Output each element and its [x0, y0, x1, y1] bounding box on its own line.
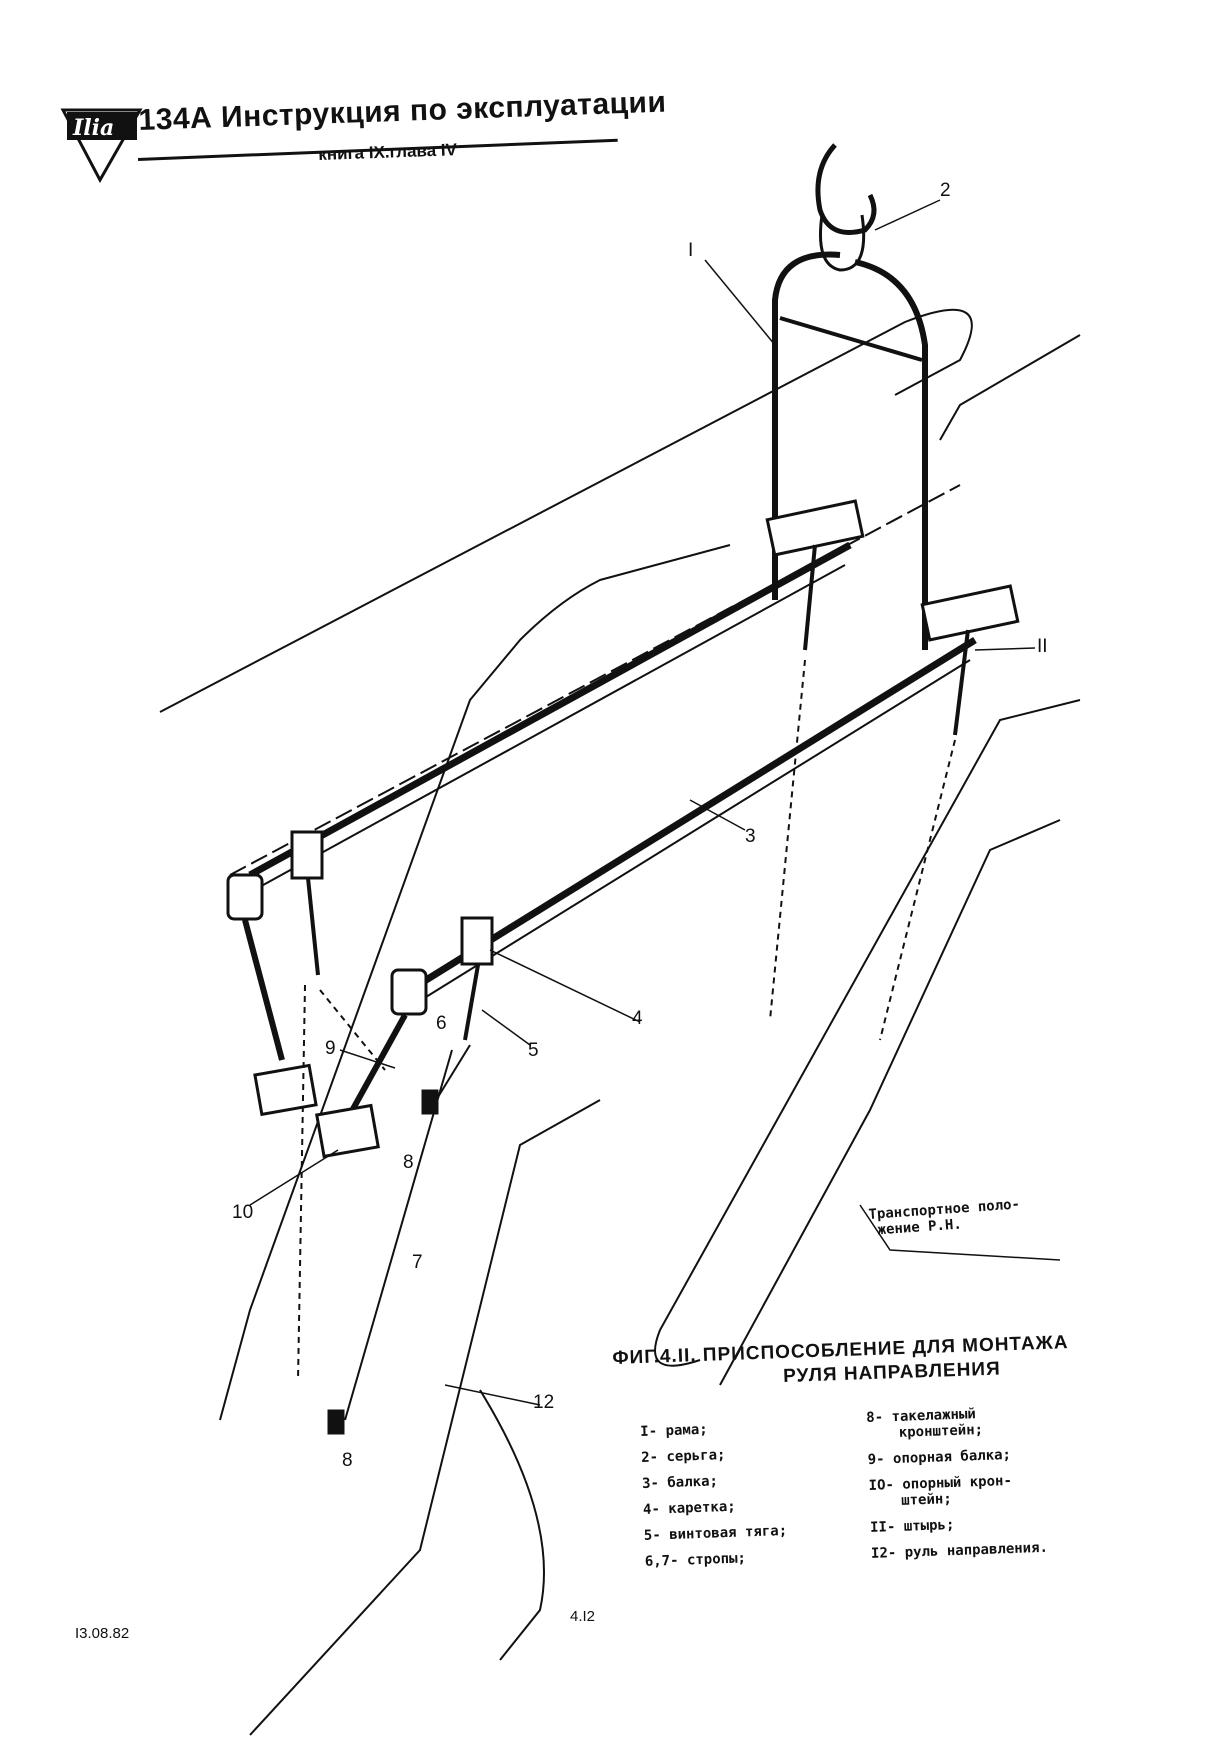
frame-left-upright [772, 251, 841, 600]
manufacturer-logo: Ilia [60, 108, 143, 184]
fin-outline [939, 334, 1081, 441]
lower-sling [953, 629, 970, 736]
leader-note [859, 1204, 1061, 1261]
rear-beam-carriage [290, 830, 324, 880]
callout-1: I [688, 240, 694, 261]
callout-5: 5 [528, 1040, 539, 1061]
fuselage-outline-2 [229, 484, 961, 876]
rigging-bracket-lower [327, 1409, 345, 1435]
legend-right: 8- такелажный кронштейн; 9- опорная балк… [866, 1404, 1049, 1572]
front-screw-rod [463, 964, 480, 1041]
leader-2 [874, 199, 941, 231]
rear-beam-endcap [226, 873, 264, 921]
rear-support-bracket [253, 1063, 318, 1117]
callout-8-lower: 8 [342, 1450, 353, 1471]
leader-12 [444, 1384, 541, 1406]
upper-carriage [765, 499, 865, 557]
rear-beam [248, 541, 852, 879]
upper-sling [803, 544, 817, 651]
rear-beam-edge [244, 564, 846, 896]
callout-6: 6 [436, 1013, 447, 1034]
stabilizer-outline [249, 1099, 601, 1736]
page-number: 4.I2 [570, 1608, 596, 1625]
front-beam [408, 637, 977, 993]
lifting-hook [815, 143, 877, 235]
leader-1 [704, 259, 776, 346]
upper-sling-dashed [769, 659, 806, 1021]
front-beam-endcap [390, 968, 428, 1016]
callout-2: 2 [940, 180, 951, 201]
rear-screw-rod [306, 877, 320, 976]
legend-item: 6,7- стропы; [644, 1550, 747, 1570]
front-support-beam [345, 1013, 408, 1120]
callout-12: 12 [533, 1392, 555, 1413]
frame-crossbar [779, 316, 923, 362]
leader-4 [489, 949, 641, 1023]
rigging-bracket-upper [421, 1089, 439, 1115]
lower-carriage [920, 584, 1020, 642]
leader-9 [339, 1049, 396, 1069]
lower-sling-dashed [879, 739, 956, 1041]
callout-9: 9 [325, 1038, 336, 1059]
frame-right-upright [854, 259, 928, 650]
stabilizer-outline-2 [479, 1389, 545, 1661]
leader-3 [689, 799, 746, 831]
svg-text:Ilia: Ilia [72, 115, 114, 141]
legend-left: I- рама; 2- серьга; 3- балка; 4- каретка… [640, 1419, 789, 1580]
callout-8-upper: 8 [403, 1152, 414, 1173]
callout-10: 10 [232, 1202, 254, 1223]
rudder-outline-1 [219, 544, 731, 1421]
rudder-outline-3 [719, 819, 1061, 1386]
front-beam-edge [404, 659, 971, 1011]
leader-10 [249, 1149, 339, 1206]
callout-7: 7 [412, 1252, 423, 1273]
rear-support-beam [242, 919, 285, 1061]
callout-3: 3 [745, 826, 756, 847]
front-support-bracket [315, 1103, 380, 1159]
rudder-outline-2 [654, 699, 1081, 1367]
callout-4: 4 [632, 1008, 643, 1029]
rear-sling-dashed [297, 984, 306, 1381]
leader-5 [481, 1009, 531, 1046]
front-beam-carriage [460, 916, 494, 966]
callout-11: II [1037, 636, 1048, 657]
footer-date: I3.08.82 [75, 1625, 130, 1642]
leader-11 [974, 647, 1036, 651]
shackle [818, 214, 866, 272]
